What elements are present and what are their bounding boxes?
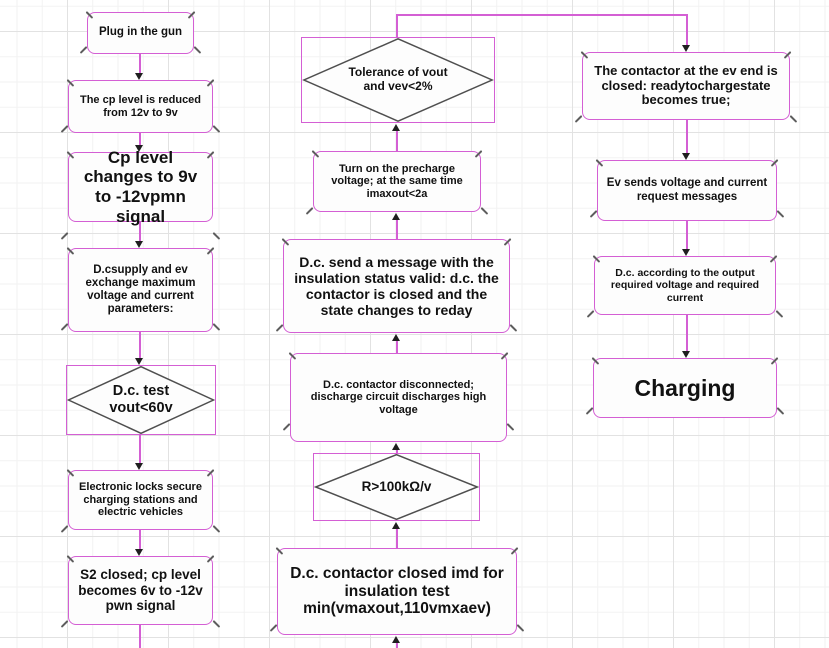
node-turn-on-precharge[interactable]: Turn on the precharge voltage; at the sa… [313,151,481,212]
node-label: D.csupply and ev exchange maximum voltag… [69,262,212,319]
node-cp-level-reduced[interactable]: The cp level is reduced from 12v to 9v [68,80,213,133]
node-contactor-ev-end[interactable]: The contactor at the ev end is closed: r… [582,52,790,120]
connector-line [139,435,141,463]
node-decision-tolerance[interactable]: Tolerance of vout and vev<2% [301,37,495,123]
connector-line [396,450,398,453]
arrowhead [392,636,400,643]
node-label: D.c. test vout<60v [109,383,173,416]
connector-line [686,120,688,153]
node-cp-level-changes[interactable]: Cp level changes to 9v to -12vpmn signal [68,148,213,226]
diamond-shape [302,38,494,122]
connector-line [139,530,141,549]
node-label: D.c. contactor disconnected; discharge c… [291,377,506,419]
arrowhead [682,45,690,52]
connector-line [396,220,398,239]
node-label: The cp level is reduced from 12v to 9v [69,92,212,121]
node-label: R>100kΩ/v [361,479,432,495]
node-charging[interactable]: Charging [593,358,777,418]
node-decision-dc-test-vout[interactable]: D.c. test vout<60v [66,365,216,435]
node-label: S2 closed; cp level becomes 6v to -12v p… [69,565,212,616]
arrowhead [392,334,400,341]
arrowhead [392,124,400,131]
connector-line [139,222,141,241]
arrowhead [135,358,143,365]
node-label: Charging [594,373,776,403]
connector-line [396,14,687,16]
connector-line [396,643,398,648]
node-dc-according-output[interactable]: D.c. according to the output required vo… [594,256,776,315]
connector-line [139,54,141,73]
node-dc-supply-exchange[interactable]: D.csupply and ev exchange maximum voltag… [68,248,213,332]
arrowhead [135,241,143,248]
arrowhead [682,351,690,358]
node-label: The contactor at the ev end is closed: r… [583,62,789,111]
connector-line [396,131,398,151]
arrowhead [135,73,143,80]
arrowhead [682,249,690,256]
node-label: Cp level changes to 9v to -12vpmn signal [69,146,212,228]
diamond-shape [314,454,479,520]
arrowhead [135,463,143,470]
connector-line [396,529,398,548]
node-label: D.c. according to the output required vo… [595,265,775,305]
node-label: Ev sends voltage and current request mes… [598,175,776,205]
arrowhead [682,153,690,160]
connector-line [686,14,688,45]
connector-line [686,315,688,351]
node-dc-contactor-disconnected[interactable]: D.c. contactor disconnected; discharge c… [290,353,507,442]
node-ev-sends-requests[interactable]: Ev sends voltage and current request mes… [597,160,777,221]
connector-line [139,332,141,358]
node-plug-in-gun[interactable]: Plug in the gun [87,12,194,54]
node-dc-send-message[interactable]: D.c. send a message with the insulation … [283,239,510,333]
arrowhead [392,443,400,450]
connector-line [139,133,141,145]
connector-line [396,14,398,37]
node-label: Tolerance of vout and vev<2% [348,65,448,93]
arrowhead [392,213,400,220]
node-label: D.c. contactor closed imd for insulation… [278,563,516,620]
connector-line [139,625,141,648]
node-electronic-locks[interactable]: Electronic locks secure charging station… [68,470,213,530]
connector-line [396,341,398,353]
node-label: Electronic locks secure charging station… [69,479,212,521]
node-decision-r-test[interactable]: R>100kΩ/v [313,453,480,521]
node-s2-closed[interactable]: S2 closed; cp level becomes 6v to -12v p… [68,556,213,625]
arrowhead [135,549,143,556]
connector-line [686,221,688,249]
node-label: Turn on the precharge voltage; at the sa… [314,161,480,203]
diamond-shape [67,366,215,434]
node-dc-contactor-closed-imd[interactable]: D.c. contactor closed imd for insulation… [277,548,517,635]
arrowhead [392,522,400,529]
node-label: D.c. send a message with the insulation … [284,252,509,320]
node-label: Plug in the gun [88,24,193,41]
